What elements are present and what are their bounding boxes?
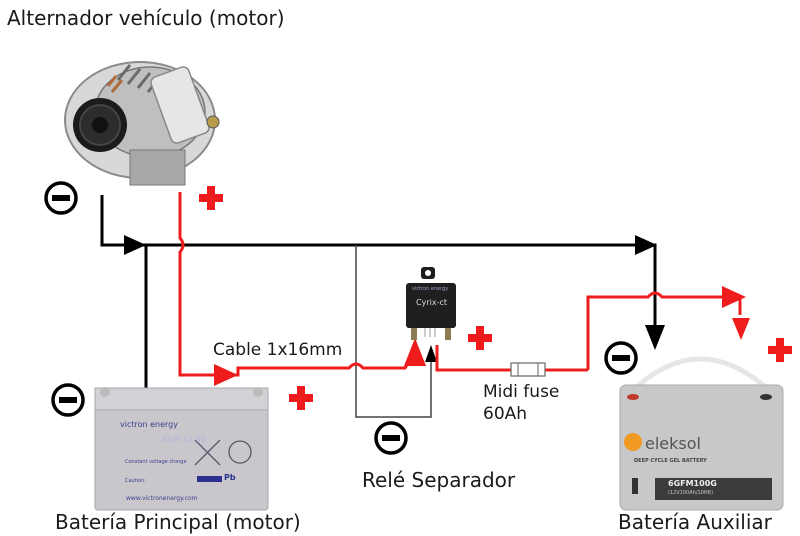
minus-symbol-aux-battery [604,341,638,375]
relay-model: Cyrix-ct [416,298,447,307]
aux-battery-label: Batería Auxiliar [618,510,772,534]
minus-symbol-relay [374,421,408,455]
relay-brand: victron energy [412,286,449,292]
relay-device [406,267,456,340]
plus-symbol-alternator [199,186,223,210]
plus-symbol-relay [468,326,492,350]
main-battery-tag: AGM 12-90 [162,435,207,444]
fuse-label-line2: 60Ah [483,404,528,424]
plus-symbol-aux-battery [768,338,792,362]
pos-arrow-down-aux [732,318,750,340]
minus-symbol-alternator [44,181,78,215]
pos-arrow-main [214,364,238,386]
pos-arrow-relay [404,338,426,366]
pos-arrow-right [722,286,746,308]
aux-battery-model: 6GFM100G [668,479,717,488]
relay-label: Relé Separador [362,468,516,492]
positive-wiring [178,192,742,377]
minus-symbol-main-battery [51,383,85,417]
main-battery-image [94,387,269,511]
main-battery-section2: Caution: [125,478,146,484]
aux-battery-image [619,356,784,511]
relay-ground-arrow [425,345,437,362]
main-battery-section1: Constant voltage charge [125,459,187,465]
neg-arrow-down-aux [645,325,665,350]
negative-wiring [100,195,657,388]
fuse-label-line1: Midi fuse [483,382,560,402]
neg-arrow-1 [124,235,146,255]
aux-battery-spec: (12V100Ah/10HR) [668,490,714,496]
neg-arrow-2 [635,235,657,255]
main-battery-brand: victron energy [120,420,178,429]
alternator-image [64,61,220,186]
relay-ground-loop [355,245,432,418]
cable-label: Cable 1x16mm [213,340,343,360]
alternator-label: Alternador vehículo (motor) [7,6,285,30]
aux-battery-brand: eleksol [645,434,701,453]
plus-symbol-main-battery [289,386,313,410]
midi-fuse [510,362,546,377]
main-battery-chem: Pb [224,473,236,482]
main-battery-label: Batería Principal (motor) [55,510,301,534]
main-battery-url: www.victronenergy.com [126,495,198,502]
aux-battery-type: DEEP CYCLE GEL BATTERY [634,458,707,464]
